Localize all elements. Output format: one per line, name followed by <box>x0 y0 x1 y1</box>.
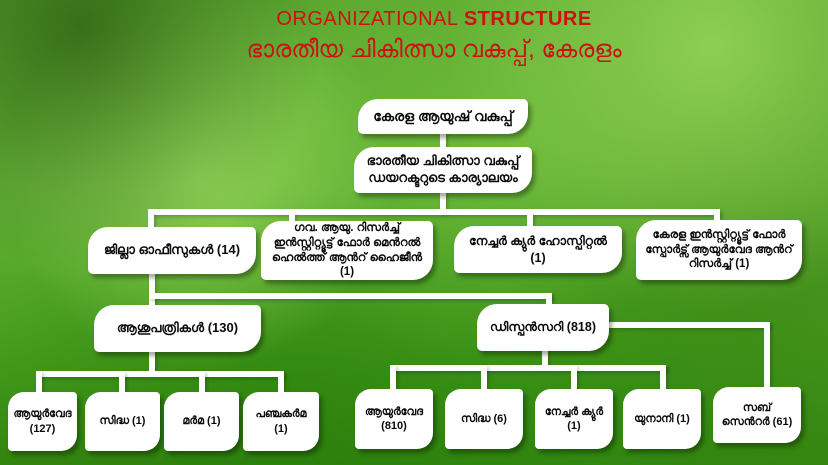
connector-drop-dispensary-siddha <box>481 365 487 391</box>
connector-hospital-children-horizontal <box>36 371 284 377</box>
page-subtitle-malayalam: ഭാരതീയ ചികിത്സാ വകുപ്പ്, കേരളം <box>246 36 622 63</box>
connector-drop-district-offices <box>148 213 154 230</box>
page-title-normal: ORGANIZATIONAL <box>276 8 458 30</box>
node-dispensary-ayurveda: ആയുർവേദ (810) <box>355 389 433 449</box>
node-hospital-panchakarma: പഞ്ചകർമ (1) <box>243 392 319 451</box>
node-mental-health-institute: ഗവ. ആയു. റിസർച്ച് ഇൻസ്റ്റിറ്റ്യൂട്ട് ഫോർ… <box>261 221 433 280</box>
connector-dispensary-down <box>542 349 548 368</box>
connector-subcenter-horizontal <box>606 322 770 328</box>
connector-level4-horizontal <box>149 293 552 299</box>
connector-dispensary-children-horizontal <box>390 365 666 371</box>
node-hospital-siddha: സിദ്ധ (1) <box>85 392 160 451</box>
node-district-offices: ജില്ലാ ഓഫീസുകൾ (14) <box>88 227 256 274</box>
connector-directorate-down <box>440 191 446 213</box>
connector-subcenter-vertical <box>764 322 770 389</box>
node-dispensary-nature-cure: നേച്ചർ ക്യുർ (1) <box>535 389 613 449</box>
connector-drop-mental-health-institute <box>289 213 295 224</box>
connector-drop-dispensary-ayurveda <box>390 365 396 391</box>
connector-drop-dispensary-yunani <box>660 365 666 391</box>
connector-district-down <box>149 272 155 308</box>
connector-drop-sports-institute <box>714 213 720 223</box>
page-title: ORGANIZATIONAL STRUCTURE <box>20 8 828 31</box>
node-dispensary-siddha: സിദ്ധ (6) <box>445 389 523 449</box>
node-directorate-office: ഭാരതീയ ചികിത്സാ വകുപ്പ് ഡയറക്ടറുടെ കാര്യ… <box>354 147 532 193</box>
node-dispensaries: ഡിസ്പൻസറി (818) <box>477 304 609 351</box>
connector-drop-hospital-ayurveda <box>36 371 42 394</box>
node-kerala-ayush-department: കേരള ആയുഷ് വകുപ്പ് <box>358 99 528 134</box>
node-sub-centers: സബ് സെൻറർ (61) <box>713 387 801 443</box>
node-hospital-marma: മർമ (1) <box>164 392 239 451</box>
connector-drop-hospital-marma <box>199 371 205 394</box>
node-nature-cure-hospital: നേച്ചർ ക്യുർ ഹോസ്പിറ്റൽ (1) <box>454 226 622 273</box>
connector-drop-nature-cure-hospital <box>527 213 533 228</box>
connector-drop-hospital-panchakarma <box>278 371 284 394</box>
node-dispensary-yunani: യുനാനി (1) <box>623 389 701 449</box>
node-sports-ayurveda-institute: കേരള ഇൻസ്റ്റിറ്റ്യൂട്ട് ഫോർ സ്പോർട്സ് ആയ… <box>636 220 802 280</box>
connector-drop-dispensaries <box>546 293 552 307</box>
connector-level3-horizontal <box>148 209 720 215</box>
node-hospitals: ആശുപത്രികൾ (130) <box>94 305 261 352</box>
page-title-bold: STRUCTURE <box>463 8 592 30</box>
connector-drop-hospital-siddha <box>119 371 125 394</box>
node-hospital-ayurveda: ആയുർവേദ (127) <box>8 392 77 451</box>
connector-hospitals-down <box>149 350 155 373</box>
connector-drop-dispensary-nature-cure <box>571 365 577 391</box>
connector-root-to-directorate <box>440 132 446 149</box>
